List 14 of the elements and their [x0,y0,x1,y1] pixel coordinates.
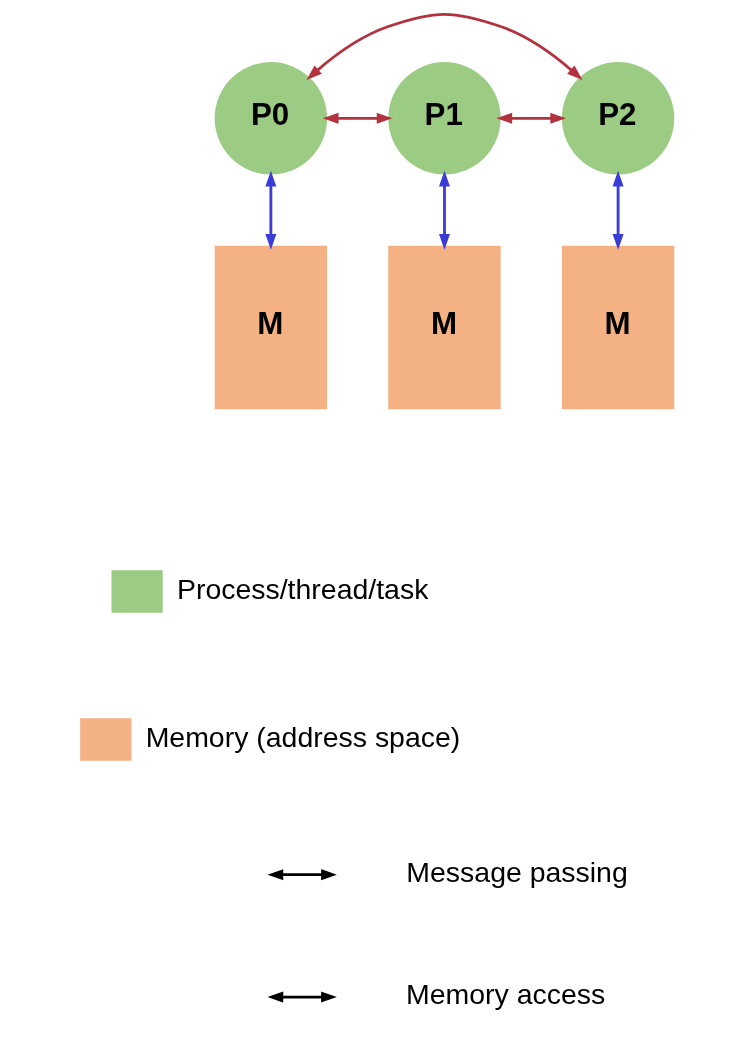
arrow [439,170,450,250]
legend-label: Message passing [406,855,628,888]
arrow [322,112,393,124]
node-box: M [388,245,501,410]
arrow [265,170,277,250]
arrow [306,12,583,81]
legend-label: Process/thread/task [176,572,429,605]
arrow [612,170,624,250]
legend-label: Memory (address space) [145,720,461,753]
node-circle: P1 [388,62,501,175]
arrow [496,112,567,124]
node-box: M [561,245,675,410]
node-box: M [214,245,328,410]
legend-label: Memory access [406,978,606,1011]
